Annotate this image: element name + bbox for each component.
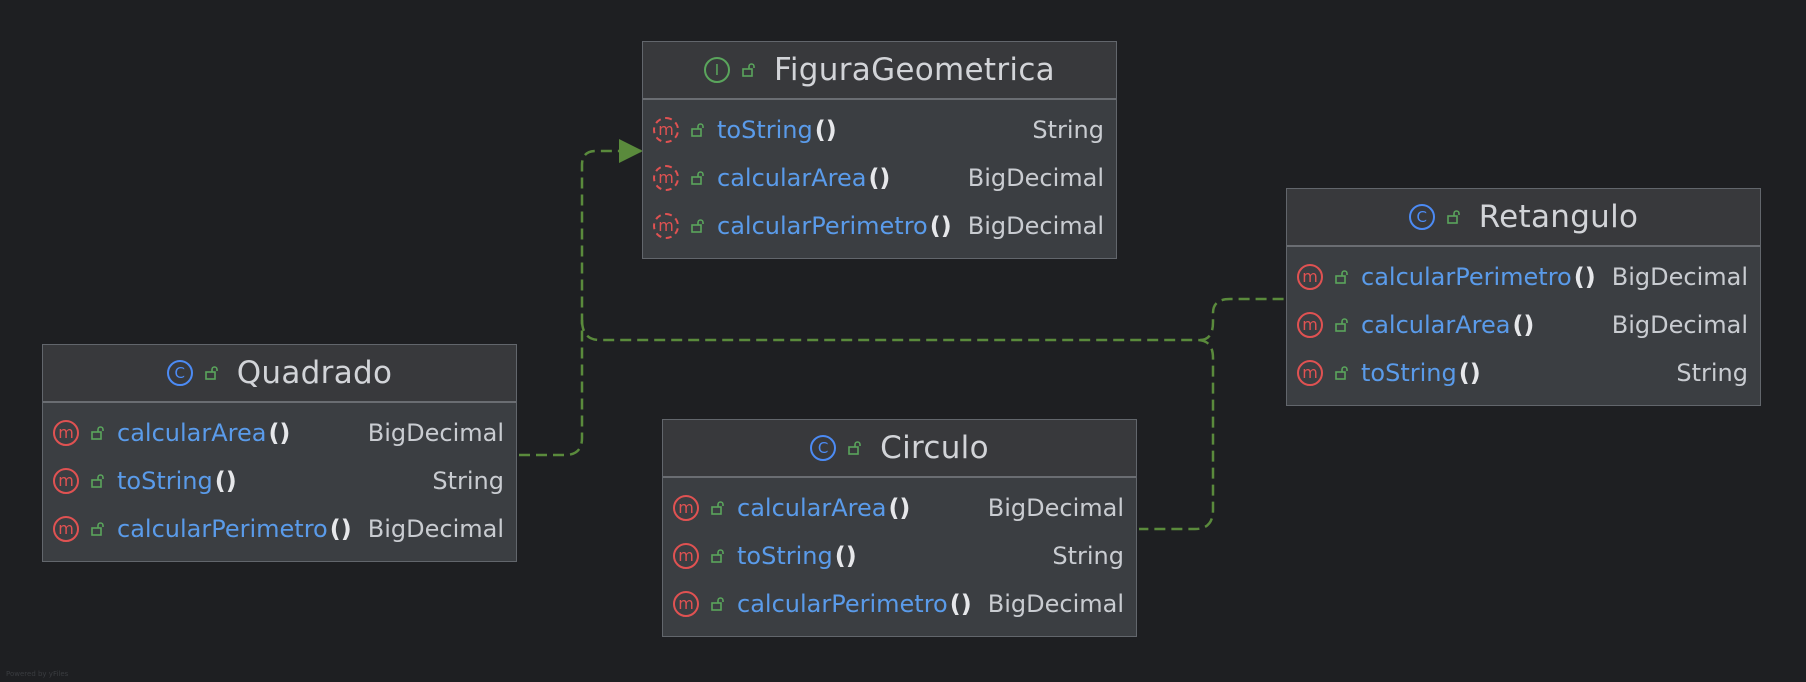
method-icon: m xyxy=(1297,360,1323,386)
public-lock-icon xyxy=(711,549,724,563)
public-lock-icon xyxy=(711,501,724,515)
method-icon: m xyxy=(673,543,699,569)
method-icon: m xyxy=(53,420,79,446)
method-name: calcularPerimetro xyxy=(1361,263,1572,291)
public-lock-icon xyxy=(91,426,104,440)
method-name: toString xyxy=(1361,359,1457,387)
method-name: calcularArea xyxy=(117,419,267,447)
method-row[interactable]: m toString () String xyxy=(663,532,1136,580)
method-parens: () xyxy=(1458,359,1481,387)
return-type: String xyxy=(1052,542,1124,570)
method-parens: () xyxy=(214,467,237,495)
class-node-retangulo[interactable]: C Retangulo m calcularPerimetro () BigDe… xyxy=(1286,188,1761,406)
public-lock-icon xyxy=(691,123,704,137)
method-row[interactable]: m toString () String xyxy=(643,106,1116,154)
method-icon: m xyxy=(53,468,79,494)
method-parens: () xyxy=(868,164,891,192)
realization-edge-quadrado xyxy=(519,139,643,457)
return-type: String xyxy=(1676,359,1748,387)
class-icon: C xyxy=(1408,204,1435,230)
node-header: I FiguraGeometrica xyxy=(643,42,1116,100)
method-row[interactable]: m calcularPerimetro () BigDecimal xyxy=(1287,253,1760,301)
class-icon: C xyxy=(166,360,193,386)
method-icon: m xyxy=(673,591,699,617)
powered-by-note: Powered by yFiles xyxy=(6,670,69,678)
interface-icon: I xyxy=(704,57,731,83)
method-icon: m xyxy=(53,516,79,542)
method-name: calcularArea xyxy=(717,164,867,192)
method-icon: m xyxy=(1297,312,1323,338)
public-lock-icon xyxy=(204,366,218,380)
abstract-method-icon: m xyxy=(653,117,679,143)
method-name: calcularArea xyxy=(737,494,887,522)
method-parens: () xyxy=(834,542,857,570)
public-lock-icon xyxy=(91,474,104,488)
node-header: C Quadrado xyxy=(43,345,516,403)
abstract-method-icon: m xyxy=(653,213,679,239)
public-lock-icon xyxy=(711,597,724,611)
return-type: BigDecimal xyxy=(987,494,1124,522)
method-row[interactable]: m calcularPerimetro () BigDecimal xyxy=(643,202,1116,250)
realization-edge-retangulo xyxy=(1199,297,1287,342)
method-row[interactable]: m calcularArea () BigDecimal xyxy=(1287,301,1760,349)
node-title: Circulo xyxy=(880,430,989,466)
method-row[interactable]: m toString () String xyxy=(1287,349,1760,397)
method-parens: () xyxy=(329,515,352,543)
method-icon: m xyxy=(1297,264,1323,290)
method-name: toString xyxy=(737,542,833,570)
return-type: String xyxy=(1032,116,1104,144)
method-parens: () xyxy=(814,116,837,144)
abstract-method-icon: m xyxy=(653,165,679,191)
method-icon: m xyxy=(673,495,699,521)
method-row[interactable]: m calcularArea () BigDecimal xyxy=(43,409,516,457)
node-title: FiguraGeometrica xyxy=(774,52,1055,88)
method-row[interactable]: m toString () String xyxy=(43,457,516,505)
class-node-circulo[interactable]: C Circulo m calcularArea () BigDecimal m… xyxy=(662,419,1137,637)
method-row[interactable]: m calcularArea () BigDecimal xyxy=(643,154,1116,202)
node-title: Retangulo xyxy=(1478,199,1639,235)
node-header: C Circulo xyxy=(663,420,1136,478)
public-lock-icon xyxy=(91,522,104,536)
public-lock-icon xyxy=(1335,270,1348,284)
method-parens: () xyxy=(1512,311,1535,339)
public-lock-icon xyxy=(691,171,704,185)
interface-node-figurageometrica[interactable]: I FiguraGeometrica m toString () String … xyxy=(642,41,1117,259)
method-parens: () xyxy=(888,494,911,522)
method-name: calcularArea xyxy=(1361,311,1511,339)
return-type: BigDecimal xyxy=(367,419,504,447)
return-type: BigDecimal xyxy=(1611,311,1748,339)
node-header: C Retangulo xyxy=(1287,189,1760,247)
public-lock-icon xyxy=(1335,366,1348,380)
method-name: toString xyxy=(117,467,213,495)
method-name: toString xyxy=(717,116,813,144)
method-row[interactable]: m calcularPerimetro () BigDecimal xyxy=(43,505,516,553)
method-name: calcularPerimetro xyxy=(117,515,328,543)
public-lock-icon xyxy=(691,219,704,233)
method-name: calcularPerimetro xyxy=(737,590,948,618)
return-type: BigDecimal xyxy=(367,515,504,543)
return-type: BigDecimal xyxy=(1611,263,1748,291)
method-row[interactable]: m calcularArea () BigDecimal xyxy=(663,484,1136,532)
method-parens: () xyxy=(929,212,952,240)
public-lock-icon xyxy=(848,441,861,455)
public-lock-icon xyxy=(1446,210,1460,224)
method-parens: () xyxy=(268,419,291,447)
method-parens: () xyxy=(949,590,972,618)
return-type: BigDecimal xyxy=(987,590,1124,618)
class-node-quadrado[interactable]: C Quadrado m calcularArea () BigDecimal … xyxy=(42,344,517,562)
class-icon: C xyxy=(810,435,837,461)
public-lock-icon xyxy=(1335,318,1348,332)
return-type: BigDecimal xyxy=(967,212,1104,240)
return-type: String xyxy=(432,467,504,495)
method-name: calcularPerimetro xyxy=(717,212,928,240)
return-type: BigDecimal xyxy=(967,164,1104,192)
realization-edge-bus xyxy=(580,319,1215,531)
method-row[interactable]: m calcularPerimetro () BigDecimal xyxy=(663,580,1136,628)
method-parens: () xyxy=(1573,263,1596,291)
node-title: Quadrado xyxy=(236,355,393,391)
public-lock-icon xyxy=(742,63,755,77)
